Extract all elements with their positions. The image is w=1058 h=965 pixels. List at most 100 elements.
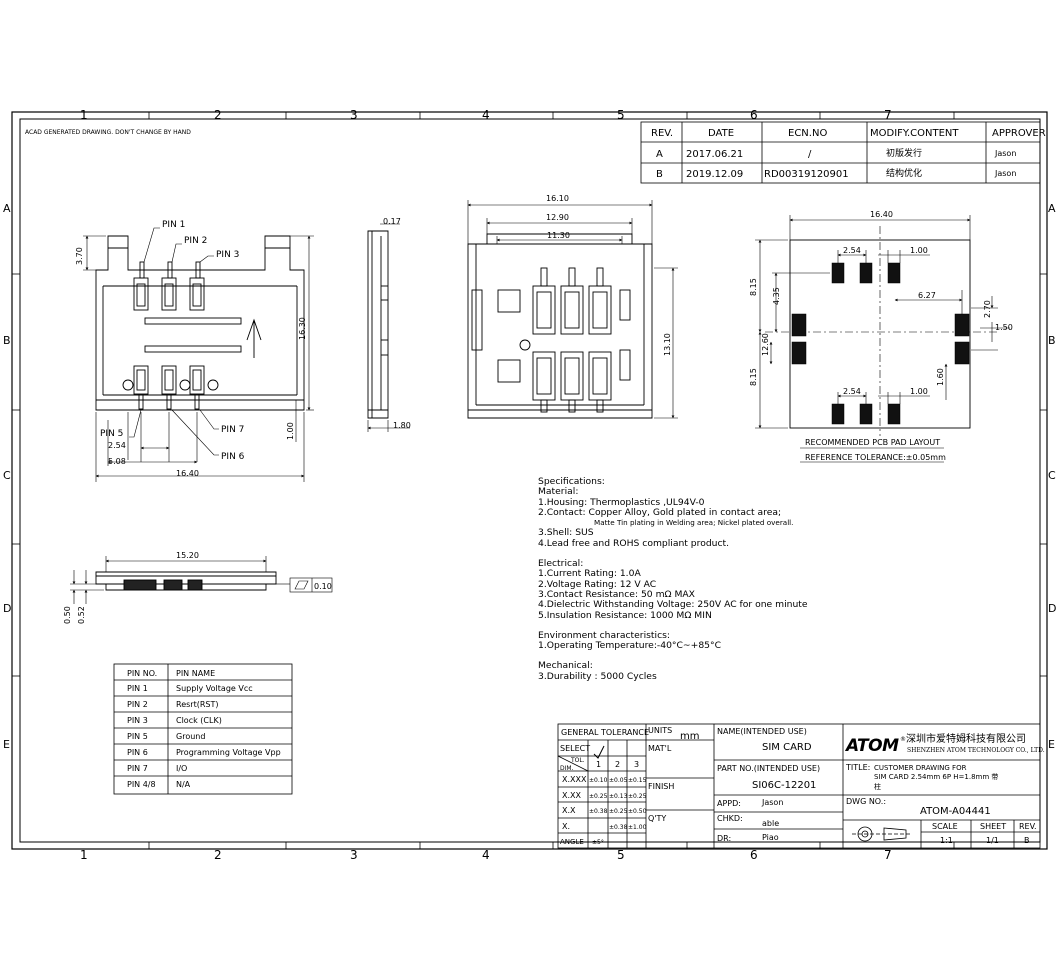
row-label-right-a: A	[1048, 202, 1056, 215]
bottom-view-drawing	[467, 233, 653, 419]
spec-durability: 3.Durability : 5000 Cycles	[538, 670, 657, 682]
sheet-border	[11, 111, 1048, 850]
pcb-dim-4-35: 4.35	[772, 287, 781, 305]
border-column-markers	[12, 112, 1047, 849]
dim-0-52: 0.52	[77, 606, 86, 624]
top-view-dimensions	[83, 227, 314, 482]
front-view-labels: 15.20 0.10 0.50 0.52	[63, 551, 332, 624]
spec-mechanical-title: Mechanical:	[538, 660, 593, 672]
rev-a-ecn: /	[808, 149, 812, 160]
company-name-cn: 深圳市爱特姆科技有限公司	[906, 732, 1026, 745]
col-label-bottom-3: 3	[350, 848, 358, 862]
spec-title: Specifications:	[538, 476, 605, 487]
pin-table: PIN NO. PIN NAME PIN 1 Supply Voltage Vc…	[113, 663, 293, 795]
finish-label: FINISH	[648, 782, 674, 791]
pin-row-6-no: PIN 6	[127, 748, 148, 757]
rev-b-rev: B	[656, 169, 663, 180]
pin-row-1-name: Supply Voltage Vcc	[176, 684, 253, 693]
pin-1-callout: PIN 1	[162, 220, 185, 230]
col-label-top-1: 1	[80, 108, 88, 122]
dim-5-08: 5.08	[108, 457, 126, 466]
rev-label: REV.	[1019, 822, 1037, 831]
col-label-top-7: 7	[884, 108, 892, 122]
col-label-top-3: 3	[350, 108, 358, 122]
material-label: MAT'L	[648, 744, 672, 753]
pin-row-3-no: PIN 3	[127, 716, 148, 725]
dim-label: DIM.	[560, 765, 574, 772]
row-label-right-b: B	[1048, 334, 1056, 347]
pin-row-2-no: PIN 2	[127, 700, 148, 709]
dim-3-70: 3.70	[75, 247, 84, 265]
spec-temperature: 1.Operating Temperature:-40°C~+85°C	[538, 640, 722, 652]
col-label-bottom-2: 2	[214, 848, 222, 862]
pin-row-5-no: PIN 5	[127, 732, 148, 741]
projection-symbol	[852, 826, 912, 842]
tol-xxxx-2: ±0.05	[609, 777, 628, 784]
border-column-labels: 1 2 3 4 5 6 7 1 2 3 4 5 6 7	[80, 108, 892, 862]
select-label: SELECT	[560, 744, 590, 753]
tol-col-2: 2	[615, 760, 620, 769]
drawn-value: Piao	[762, 833, 779, 842]
top-view-drawing	[95, 235, 305, 411]
col-label-bottom-7: 7	[884, 848, 892, 862]
pin-row-6-name: Programming Voltage Vpp	[176, 748, 281, 757]
side-view-labels: 0.17 1.80	[383, 217, 411, 430]
rev-a-rev: A	[656, 149, 663, 160]
title-line-2: SIM CARD 2.54mm 6P H=1.8mm 带	[874, 773, 998, 781]
company-name-en: SHENZHEN ATOM TECHNOLOGY CO., LTD.	[907, 747, 1045, 754]
front-view-dimensions	[70, 556, 333, 604]
revision-table: REV. DATE ECN.NO MODIFY.CONTENT APPROVER…	[640, 121, 1046, 184]
sheet-label: SHEET	[980, 822, 1006, 831]
bottom-view-dimensions	[467, 200, 678, 419]
row-label-right-d: D	[1048, 602, 1056, 615]
spec-housing: 1.Housing: Thermoplastics ,UL94V-0	[538, 496, 705, 508]
tol-xxx-3: ±0.25	[628, 793, 647, 800]
dim-0-17: 0.17	[383, 217, 401, 226]
rev-b-modify: 结构优化	[886, 167, 922, 179]
row-label-left-b: B	[3, 334, 11, 347]
row-label-left-a: A	[3, 202, 11, 215]
units-label: UNITS	[648, 726, 672, 735]
bottom-view-labels: 16.10 12.90 11.30 13.10	[546, 194, 672, 356]
dim-16-40: 16.40	[176, 469, 199, 478]
dim-15-20: 15.20	[176, 551, 199, 560]
tol-angle-1: ±5°	[592, 839, 604, 846]
tol-xxx-2: ±0.13	[609, 793, 628, 800]
rev-a-modify: 初版发行	[886, 147, 922, 159]
tol-row-angle: ANGLE	[560, 838, 584, 846]
pin-2-callout: PIN 2	[184, 236, 207, 246]
general-tolerance-label: GENERAL TOLERANCE	[561, 728, 649, 737]
pin-5-callout: PIN 5	[100, 429, 123, 439]
spec-environment-title: Environment characteristics:	[538, 629, 671, 641]
flatness-0-10: 0.10	[314, 582, 332, 591]
row-label-left-c: C	[3, 469, 11, 482]
part-no-value: SI06C-12201	[752, 780, 816, 791]
spec-electrical-title: Electrical:	[538, 558, 584, 570]
pin-row-5-name: Ground	[176, 732, 205, 741]
registered-mark: ®	[900, 736, 906, 743]
rev-header-ecn: ECN.NO	[788, 128, 827, 139]
col-label-top-6: 6	[750, 108, 758, 122]
pcb-dim-1-00-top: 1.00	[910, 246, 928, 255]
col-label-bottom-4: 4	[482, 848, 490, 862]
tol-xxxx-1: ±0.10	[589, 777, 608, 784]
title-label: TITLE:	[845, 763, 870, 772]
spec-plating: Matte Tin plating in Welding area; Nicke…	[594, 518, 794, 528]
atom-logo: ATOM	[844, 736, 899, 756]
rev-header-approver: APPROVER	[992, 128, 1046, 139]
rev-b-ecn: RD00319120901	[764, 169, 849, 180]
tol-x-3: ±1.00	[628, 824, 647, 831]
rev-a-approver: Jason	[994, 149, 1016, 158]
col-label-bottom-6: 6	[750, 848, 758, 862]
pcb-dim-8-15-bottom: 8.15	[749, 368, 758, 386]
sheet-value: 1/1	[986, 836, 999, 845]
name-value: SIM CARD	[762, 742, 812, 753]
pcb-dim-8-15-top: 8.15	[749, 278, 758, 296]
name-label: NAME(INTENDED USE)	[717, 727, 807, 736]
dim-13-10: 13.10	[663, 333, 672, 356]
tol-label: TOL.	[570, 757, 585, 764]
tol-row-xxx: X.XX	[562, 791, 582, 800]
dim-12-90: 12.90	[546, 213, 569, 222]
tol-row-x: X.	[562, 822, 570, 831]
